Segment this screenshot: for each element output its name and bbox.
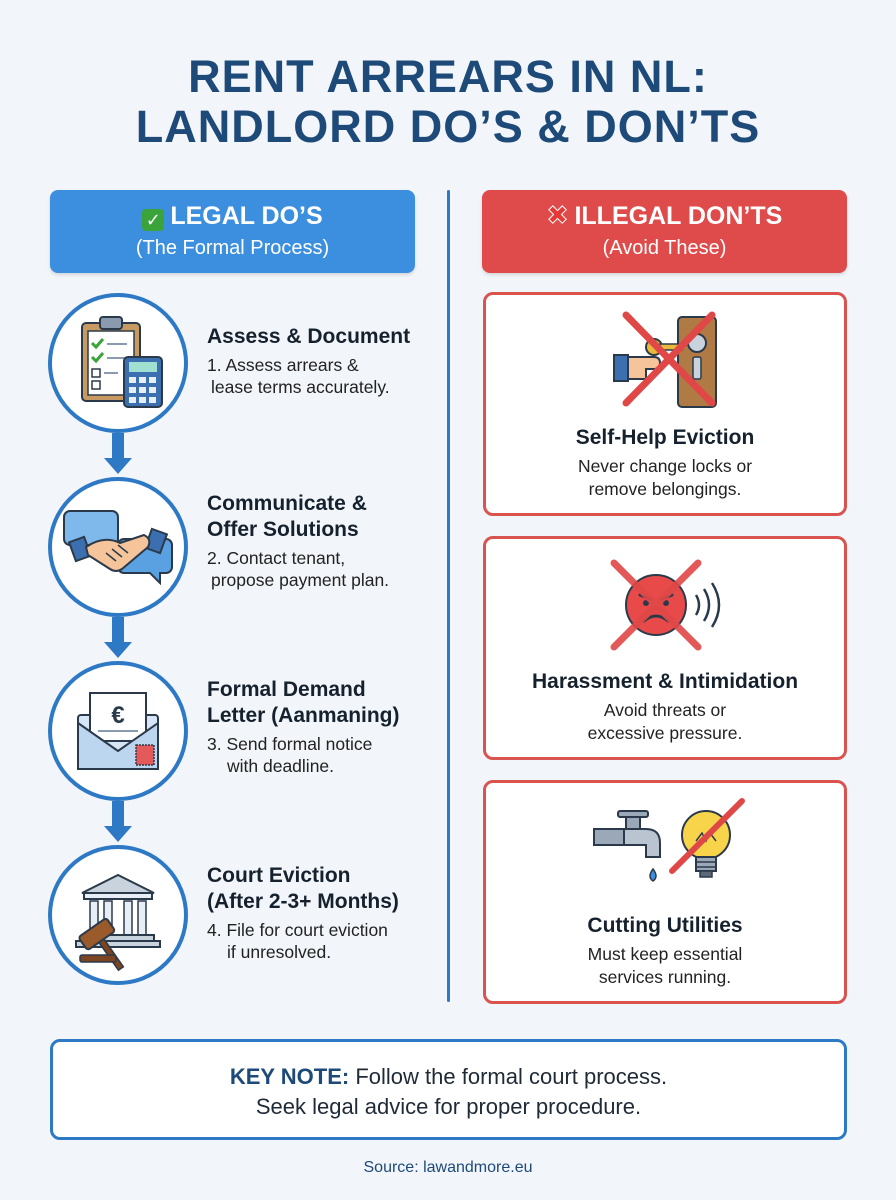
step-1-circle [48,293,188,433]
step-2-desc: 2. Contact tenant, propose payment plan. [207,547,432,591]
step-2-title: Communicate & Offer Solutions [207,491,432,543]
donts-subheading: (Avoid These) [602,237,727,259]
step-3-circle: € [48,661,188,801]
step-1-desc-line1: 1. Assess arrears & [207,355,359,375]
dos-heading: LEGAL DO’S [170,202,323,230]
step-2-circle [48,477,188,617]
step-4-title-line1: Court Eviction [207,864,351,887]
key-note-label: KEY NOTE: [229,1064,350,1089]
dont-card-self-help-eviction: Self-Help Eviction Never change locks or… [483,292,847,516]
svg-text:€: € [111,702,124,729]
step-3-desc-line2: with deadline. [227,756,335,776]
step-4-title-line2: (After 2-3+ Months) [207,890,399,913]
illegal-donts-header: ✖ILLEGAL DON’TS (Avoid These) [482,190,847,273]
step-3-text: Formal Demand Letter (Aanmaning) 3. Send… [207,677,432,777]
step-4-desc: 4. File for court eviction if unresolved… [207,919,432,963]
step-3-desc: 3. Send formal notice with deadline. [207,733,432,777]
step-4-desc-line2: if unresolved. [227,942,332,962]
flow-arrow-head [104,826,132,842]
key-note-line2: Seek legal advice for proper procedure. [255,1094,642,1119]
dont-1-desc-line1: Never change locks or [577,456,753,476]
dont-3-desc-line2: services running. [598,967,732,987]
step-1-title: Assess & Document [207,325,411,348]
dont-3-title: Cutting Utilities [587,914,743,937]
legal-dos-header: ✓LEGAL DO’S (The Formal Process) [50,190,415,273]
source-credit: Source: lawandmore.eu [363,1159,533,1176]
step-2-title-line1: Communicate & [207,492,367,515]
dont-2-desc-line1: Avoid threats or [603,700,727,720]
faucet-bulb-crossed-icon [593,798,745,882]
dont-2-desc-line2: excessive pressure. [587,723,743,743]
step-4-desc-line1: 4. File for court eviction [207,920,388,940]
key-note-line1: KEY NOTE: Follow the formal court proces… [53,1062,844,1092]
step-2-desc-line1: 2. Contact tenant, [207,548,346,568]
title-line-2: LANDLORD DO’S & DON’TS [135,101,761,152]
key-lock-crossed-icon [613,311,717,408]
clipboard-calculator-icon [81,316,163,408]
step-1-desc-line2: lease terms accurately. [211,377,390,397]
step-3-title-line2: Letter (Aanmaning) [207,704,400,727]
dos-subheading: (The Formal Process) [135,237,330,259]
dont-1-desc: Never change locks or remove belongings. [486,455,844,501]
column-divider [447,190,450,1002]
dont-3-desc-line1: Must keep essential [587,944,743,964]
step-2-text: Communicate & Offer Solutions 2. Contact… [207,491,432,591]
courthouse-gavel-icon [75,873,161,972]
dont-1-title: Self-Help Eviction [575,426,755,449]
dont-3-desc: Must keep essential services running. [486,943,844,989]
flow-arrow-head [104,642,132,658]
key-note-text1: Follow the formal court process. [355,1064,668,1089]
flow-arrow [112,801,124,827]
title-line-1: RENT ARREARS IN NL: [188,51,708,102]
step-1-text: Assess & Document 1. Assess arrears & le… [207,324,432,398]
step-3-desc-line1: 3. Send formal notice [207,734,373,754]
step-2-title-line2: Offer Solutions [207,518,359,541]
step-4-text: Court Eviction (After 2-3+ Months) 4. Fi… [207,863,432,963]
dont-2-title: Harassment & Intimidation [531,670,799,693]
donts-heading: ILLEGAL DON’TS [574,202,783,230]
angry-face-crossed-icon [610,559,721,651]
key-note-box: KEY NOTE: Follow the formal court proces… [50,1039,847,1140]
dont-card-cutting-utilities: Cutting Utilities Must keep essential se… [483,780,847,1004]
envelope-euro-icon: € [77,692,159,770]
flow-arrow [112,433,124,459]
step-3-title-line1: Formal Demand [207,678,366,701]
flow-arrow-head [104,458,132,474]
cross-icon: ✖ [546,200,569,230]
flow-arrow [112,617,124,643]
step-1-desc: 1. Assess arrears & lease terms accurate… [207,354,432,398]
dont-card-harassment: Harassment & Intimidation Avoid threats … [483,536,847,760]
step-2-desc-line2: propose payment plan. [211,570,390,590]
check-icon: ✓ [142,209,165,231]
handshake-chat-icon [63,510,173,586]
step-4-title: Court Eviction (After 2-3+ Months) [207,863,432,915]
dont-1-desc-line2: remove belongings. [588,479,742,499]
step-3-title: Formal Demand Letter (Aanmaning) [207,677,432,729]
dont-2-desc: Avoid threats or excessive pressure. [486,699,844,745]
page-title: RENT ARREARS IN NL: LANDLORD DO’S & DON’… [0,52,896,152]
step-4-circle [48,845,188,985]
